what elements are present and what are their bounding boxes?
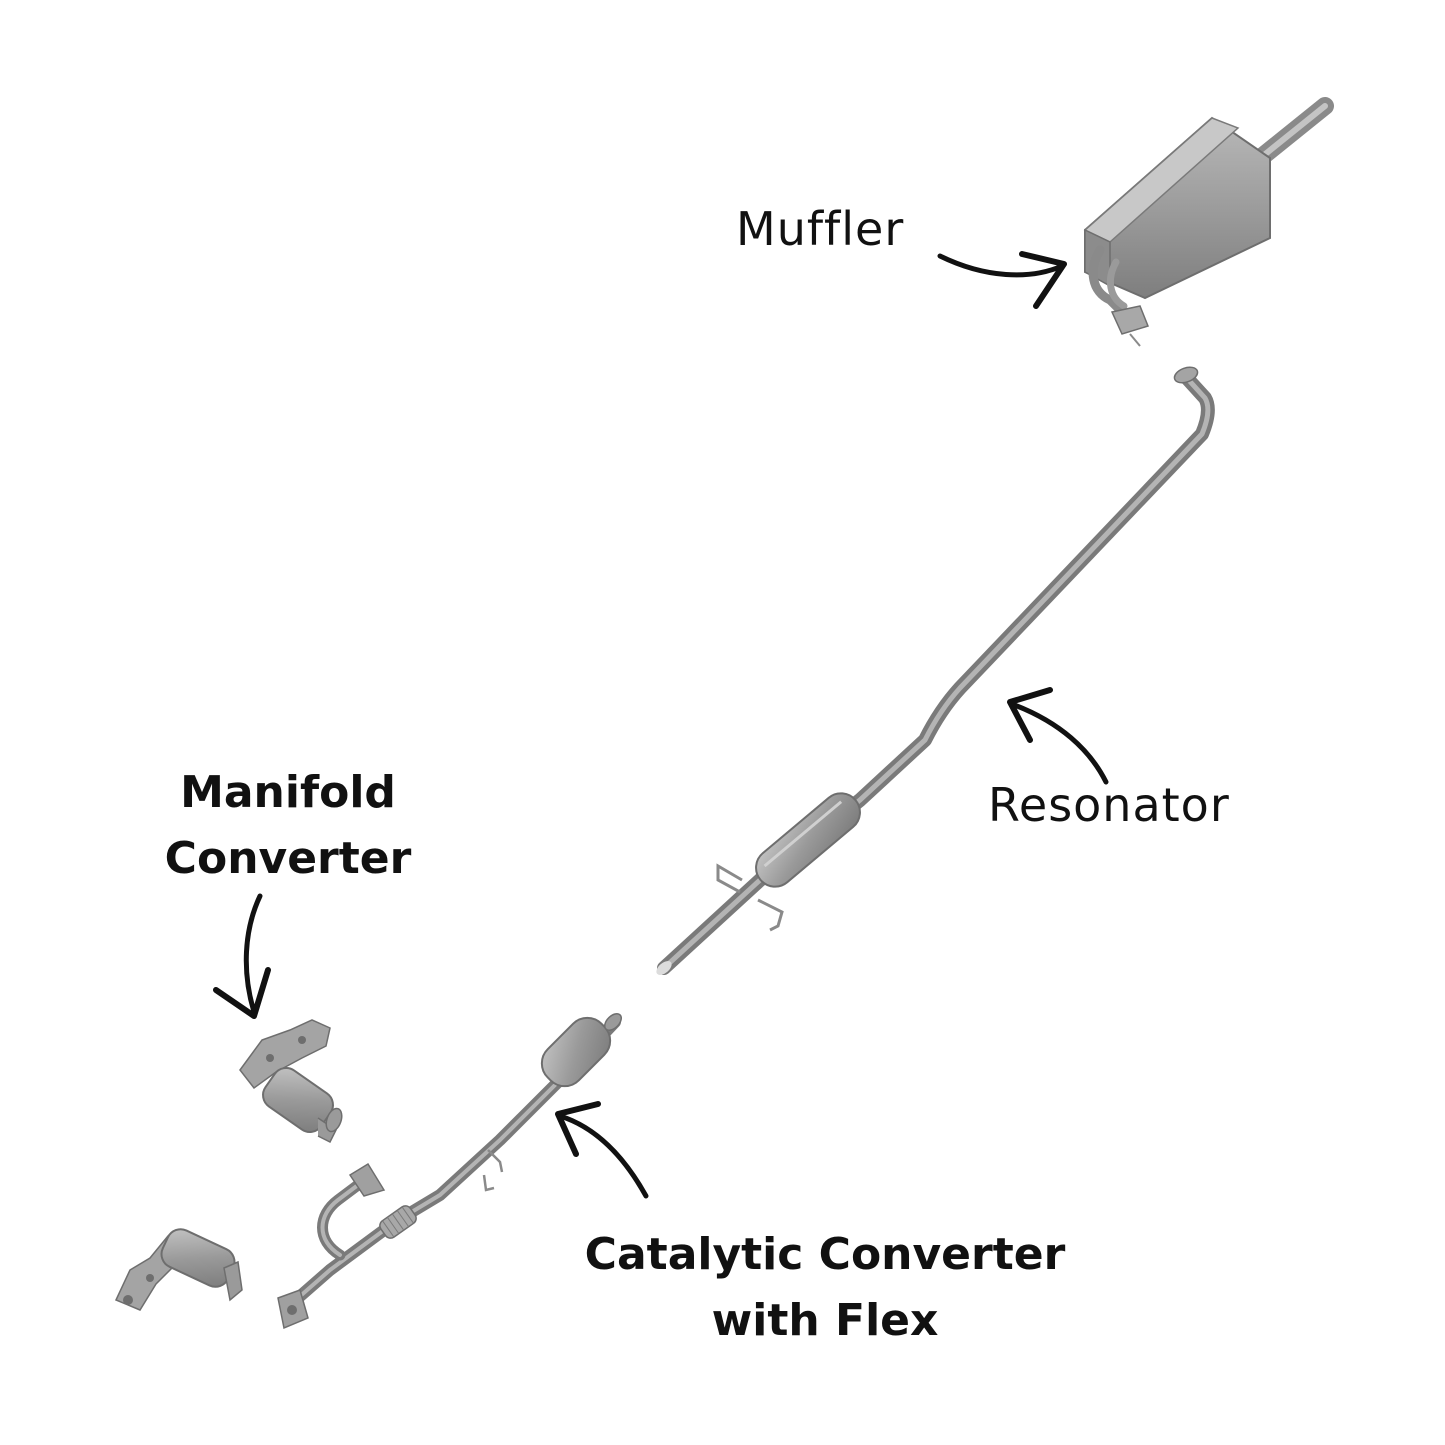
muffler-part — [1083, 97, 1334, 347]
manifold-converter-label-line-2: Converter — [164, 833, 412, 884]
manifold-converter-arrow — [213, 893, 271, 1019]
resonator-part — [656, 366, 1215, 975]
manifold-converter-label: Manifold Converter — [160, 760, 416, 892]
manifold-converter-label-line-1: Manifold — [180, 767, 396, 818]
catalytic-converter-label-line-1: Catalytic Converter — [584, 1229, 1066, 1280]
resonator-label: Resonator — [988, 778, 1230, 832]
resonator-arrow — [1007, 687, 1109, 785]
muffler-label: Muffler — [736, 202, 905, 256]
catalytic-converter-part — [277, 1013, 622, 1330]
catalytic-converter-label-line-2: with Flex — [711, 1295, 939, 1346]
catalytic-converter-arrow — [555, 1101, 649, 1199]
muffler-arrow — [937, 251, 1067, 309]
manifold-converter-upper-part — [239, 1019, 343, 1144]
manifold-converter-lower-part — [114, 1228, 243, 1311]
catalytic-converter-label: Catalytic Converter with Flex — [570, 1222, 1080, 1354]
